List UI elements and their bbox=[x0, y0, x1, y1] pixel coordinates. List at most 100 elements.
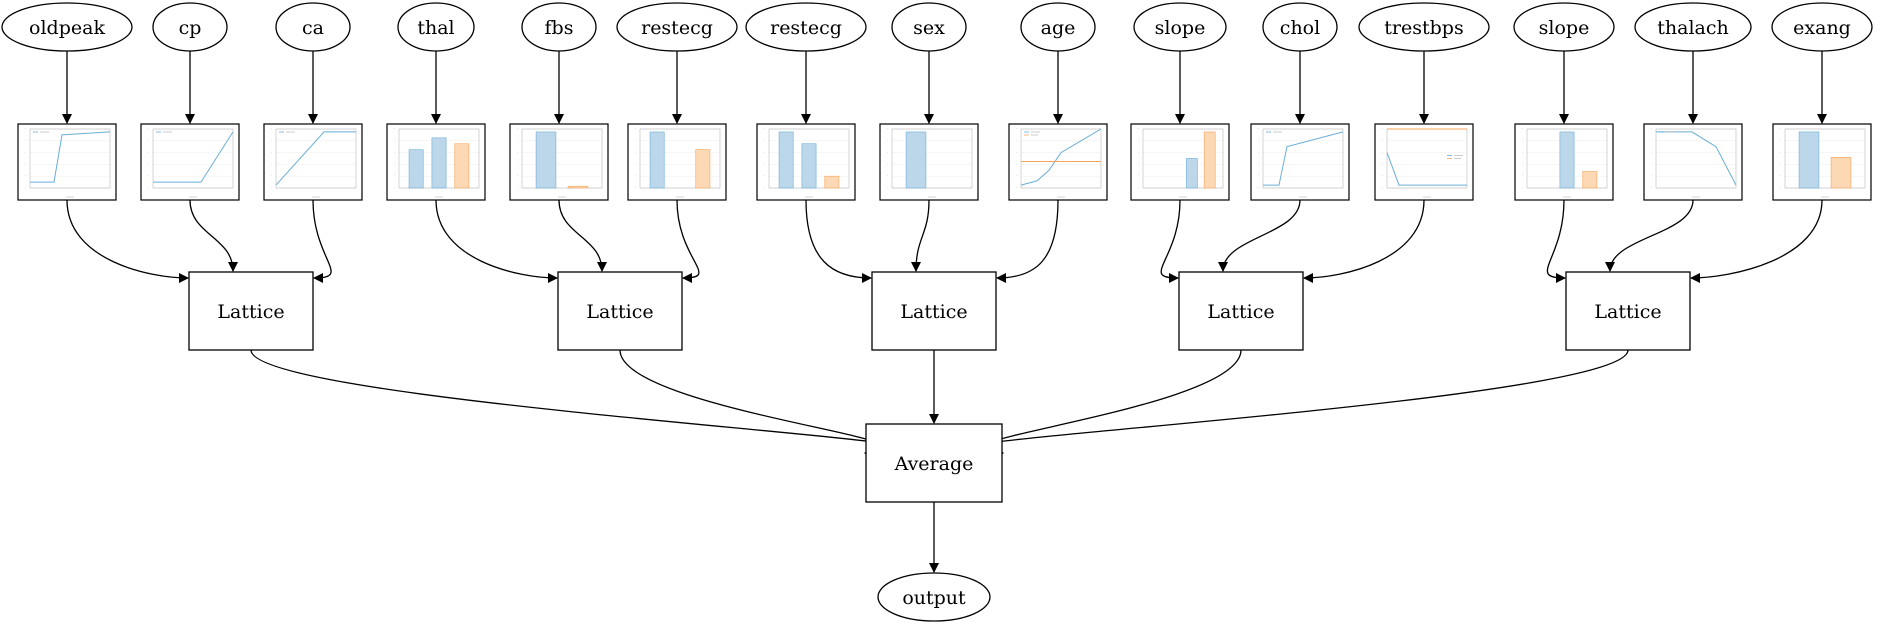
calibrator-tick: · bbox=[1651, 151, 1652, 155]
input-node-restecg: restecg bbox=[745, 2, 867, 52]
calibrator-tick: · bbox=[1522, 151, 1523, 155]
edge-lattice-to-average bbox=[980, 349, 1242, 458]
calibrator-plot-thalach: ······ bbox=[1643, 123, 1743, 201]
calibrator-tick: · bbox=[1258, 127, 1259, 131]
calibrator-tick: · bbox=[635, 174, 636, 178]
calibrator-tick: · bbox=[517, 162, 518, 166]
calibrator-tick: · bbox=[148, 139, 149, 143]
calibrator-bar bbox=[649, 131, 665, 189]
calibrator-tick: · bbox=[25, 139, 26, 143]
calibrator-tick: · bbox=[1522, 127, 1523, 131]
calibrator-frame bbox=[17, 123, 117, 201]
calibrator-bar bbox=[567, 185, 589, 189]
calibrator-tick: · bbox=[1522, 162, 1523, 166]
calibrator-bar bbox=[824, 175, 840, 189]
edge-calibrator-to-lattice bbox=[1605, 199, 1694, 272]
calibrator-tick: · bbox=[1016, 186, 1017, 190]
input-node-sex: sex bbox=[891, 2, 967, 52]
lattice-node-5: Lattice bbox=[1565, 271, 1691, 351]
lattice-node-1: Lattice bbox=[188, 271, 314, 351]
calibrator-plot-slope: ······ bbox=[1130, 123, 1230, 201]
calibrator-tick: · bbox=[1382, 127, 1383, 131]
input-node-trestbps: trestbps bbox=[1358, 2, 1490, 52]
input-label: age bbox=[1041, 17, 1076, 39]
calibrator-tick: · bbox=[25, 162, 26, 166]
calibrator-tick: · bbox=[1780, 127, 1781, 131]
calibrator-plot-cp: ······ bbox=[140, 123, 240, 201]
calibrator-tick: · bbox=[635, 127, 636, 131]
calibrator-tick: · bbox=[1138, 139, 1139, 143]
input-label: thalach bbox=[1657, 17, 1728, 39]
calibrator-tick: · bbox=[764, 162, 765, 166]
calibrator-tick: · bbox=[1651, 174, 1652, 178]
input-ellipse bbox=[891, 2, 967, 52]
calibrator-tick: · bbox=[764, 139, 765, 143]
input-ellipse bbox=[397, 2, 475, 52]
edge-calibrator-to-lattice bbox=[1218, 199, 1301, 272]
calibrator-tick: · bbox=[271, 151, 272, 155]
average-box bbox=[865, 423, 1003, 503]
input-ellipse bbox=[1262, 2, 1338, 52]
input-label: thal bbox=[417, 17, 454, 39]
calibrator-tick: · bbox=[148, 162, 149, 166]
input-label: cp bbox=[179, 17, 202, 39]
edge-calibrator-to-lattice bbox=[558, 199, 607, 272]
calibrator-plot-ca: ······ bbox=[263, 123, 363, 201]
calibrator-tick: · bbox=[1138, 174, 1139, 178]
lattice-box bbox=[557, 271, 683, 351]
calibrator-bar bbox=[1186, 158, 1198, 189]
calibrator-tick: · bbox=[1780, 186, 1781, 190]
input-node-cp: cp bbox=[152, 2, 228, 52]
calibrator-tick: · bbox=[635, 151, 636, 155]
calibrator-axes bbox=[152, 128, 234, 189]
calibrator-plot-chol: ······ bbox=[1250, 123, 1350, 201]
lattice-label: Lattice bbox=[586, 301, 653, 323]
calibrator-tick: · bbox=[887, 139, 888, 143]
calibrator-frame bbox=[1008, 123, 1108, 201]
edge-calibrator-to-lattice bbox=[312, 199, 332, 283]
edge-calibrator-to-lattice bbox=[1303, 199, 1425, 283]
calibrator-curve bbox=[275, 131, 356, 186]
calibrator-tick: · bbox=[1016, 139, 1017, 143]
input-ellipse bbox=[1513, 2, 1615, 52]
calibrator-axes bbox=[29, 128, 111, 189]
lattice-box bbox=[1565, 271, 1691, 351]
calibrator-tick: · bbox=[271, 162, 272, 166]
calibrator-tick: · bbox=[1651, 186, 1652, 190]
calibrator-tick: · bbox=[25, 186, 26, 190]
input-node-chol: chol bbox=[1262, 2, 1338, 52]
calibrator-axes bbox=[1262, 128, 1344, 189]
calibrator-tick: · bbox=[1382, 186, 1383, 190]
edge-lattice-to-average bbox=[619, 349, 888, 458]
calibrator-tick: · bbox=[1258, 151, 1259, 155]
calibrator-tick: · bbox=[764, 151, 765, 155]
input-node-age: age bbox=[1020, 2, 1096, 52]
edge-lattice-to-average bbox=[250, 349, 911, 458]
edge-calibrator-to-lattice bbox=[676, 199, 700, 283]
calibrator-plot-thal: ······ bbox=[386, 123, 486, 201]
edge-calibrator-to-lattice bbox=[66, 199, 189, 283]
calibrator-tick: · bbox=[1780, 139, 1781, 143]
calibrator-tick: · bbox=[1522, 139, 1523, 143]
input-ellipse bbox=[1020, 2, 1096, 52]
edge-calibrator-to-lattice bbox=[435, 199, 558, 283]
calibrator-frame bbox=[1374, 123, 1474, 201]
calibrator-axes bbox=[521, 128, 603, 189]
input-label: sex bbox=[913, 17, 945, 39]
calibrator-bar bbox=[454, 143, 470, 189]
calibrator-tick: · bbox=[148, 174, 149, 178]
calibrator-bar bbox=[778, 131, 794, 189]
average-label: Average bbox=[894, 453, 974, 475]
calibrator-tick: · bbox=[1382, 174, 1383, 178]
calibrator-tick: · bbox=[517, 127, 518, 131]
calibrator-frame bbox=[1772, 123, 1872, 201]
calibrator-tick: · bbox=[1016, 127, 1017, 131]
input-ellipse bbox=[745, 2, 867, 52]
calibrator-frame bbox=[1643, 123, 1743, 201]
input-ellipse bbox=[1358, 2, 1490, 52]
calibrator-tick: · bbox=[764, 127, 765, 131]
calibrator-bar bbox=[1582, 171, 1598, 189]
input-node-oldpeak: oldpeak bbox=[1, 2, 133, 52]
lattice-box bbox=[188, 271, 314, 351]
